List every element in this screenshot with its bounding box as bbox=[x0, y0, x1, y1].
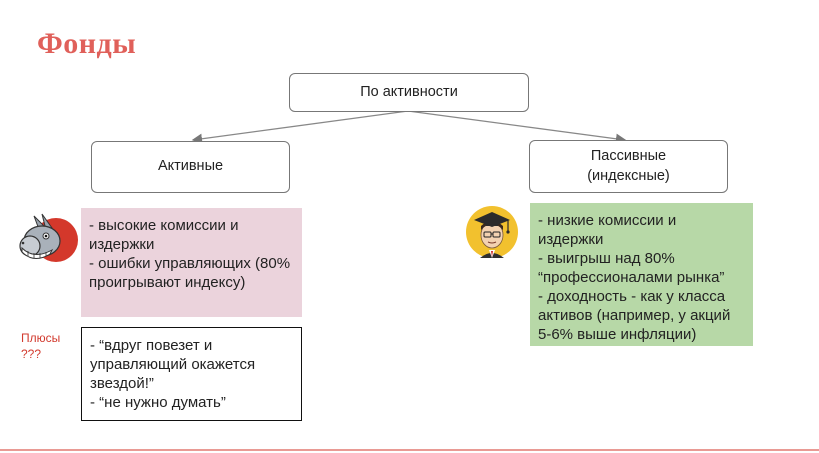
root-node: По активности bbox=[289, 73, 529, 112]
passive-label-line2: (индексные) bbox=[587, 167, 670, 184]
passive-point-item: - выигрыш над 80% “профессионалами рынка… bbox=[538, 250, 725, 286]
active-funds-node: Активные bbox=[91, 141, 290, 193]
graduate-student-icon bbox=[466, 206, 518, 258]
active-minus-item: - высокие комиссии и издержки bbox=[89, 217, 239, 253]
active-minus-item: - ошибки управляющих (80% проигрывают ин… bbox=[89, 255, 291, 291]
pluses-label: Плюсы ??? bbox=[21, 331, 61, 361]
active-plus-item: - “вдруг повезет и управляющий окажется … bbox=[90, 337, 256, 392]
active-label: Активные bbox=[157, 158, 224, 175]
active-minuses-box: - высокие комиссии и издержки - ошибки у… bbox=[81, 208, 302, 317]
active-plus-item: - “не нужно думать” bbox=[90, 394, 226, 411]
active-pluses-box: - “вдруг повезет и управляющий окажется … bbox=[81, 327, 302, 421]
arrow-to-passive bbox=[407, 110, 627, 144]
passive-label-line1: Пассивные bbox=[590, 147, 667, 164]
passive-points-box: - низкие комиссии и издержки - выигрыш н… bbox=[530, 203, 753, 346]
grinning-donkey-icon bbox=[19, 213, 78, 262]
root-label: По активности bbox=[360, 83, 458, 100]
bottom-divider bbox=[0, 449, 819, 451]
passive-point-item: - доходность - как у класса активов (нап… bbox=[538, 288, 731, 343]
passive-funds-node: Пассивные (индексные) bbox=[529, 140, 728, 193]
page-title: Фонды bbox=[37, 27, 137, 60]
passive-point-item: - низкие комиссии и издержки bbox=[538, 212, 677, 248]
arrow-to-active bbox=[191, 110, 409, 144]
